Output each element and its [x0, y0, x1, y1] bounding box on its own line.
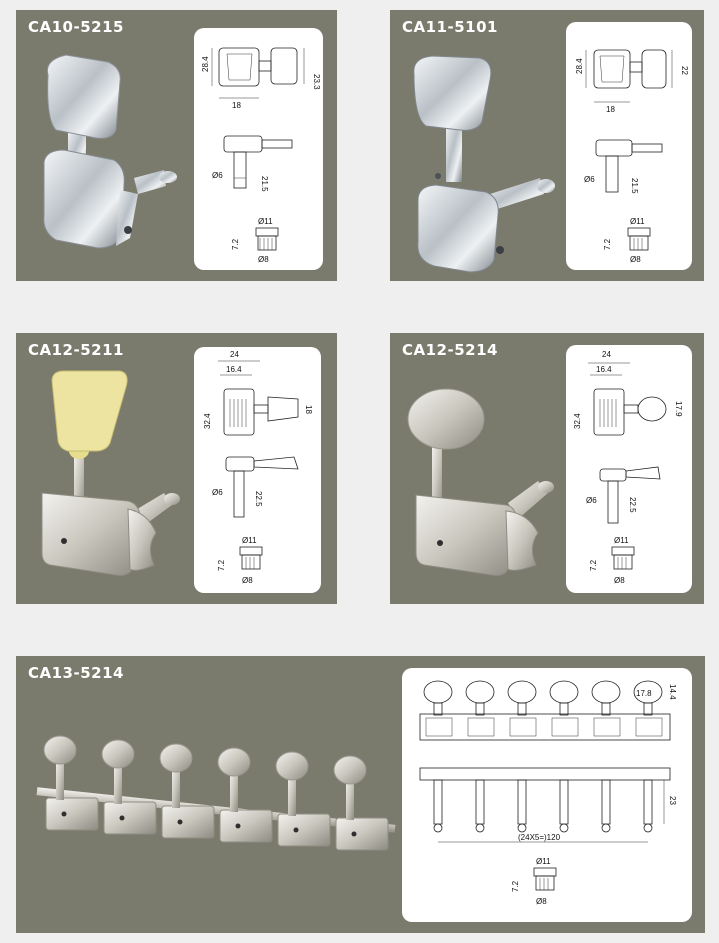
spec-drawing: 28.4 22 18 Ø6 21.5 Ø11 7.2 Ø8: [566, 22, 692, 270]
post-label: 23: [668, 796, 677, 805]
product-panel-ca12-5214: CA12-5214 24 16.4 32.4 17.9 Ø6 22.5 Ø11: [390, 333, 704, 604]
product-code: CA12-5211: [28, 341, 124, 359]
top-diameter-label: Ø11: [242, 536, 257, 545]
product-code: CA13-5214: [28, 664, 124, 682]
height-label: 28.4: [201, 56, 210, 72]
mid-label: 7.2: [217, 559, 226, 571]
spec-drawing: 24 16.4 32.4 17.9 Ø6 22.5 Ø11 7.2 Ø8: [566, 345, 692, 593]
post-label: 21.5: [260, 176, 269, 192]
inner-width-label: 16.4: [596, 365, 612, 374]
bottom-diameter-label: Ø8: [242, 576, 253, 585]
mid-label: 7.2: [589, 559, 598, 571]
product-panel-ca10-5215: CA10-5215 28.4 23.3 18: [16, 10, 337, 281]
button-width-label: 17.8: [636, 689, 652, 698]
mid-label: 7.2: [231, 238, 240, 250]
tuner-photo: [407, 388, 554, 576]
bottom-diameter-label: Ø8: [630, 255, 641, 264]
spec-drawing: 24 16.4 32.4 18 Ø6 22.5 Ø11 7.2 Ø8: [194, 347, 321, 593]
width-label: 18: [606, 105, 615, 114]
width-label: 24: [602, 350, 611, 359]
product-panel-ca13-5214: CA13-5214: [16, 656, 705, 933]
bottom-diameter-label: Ø8: [258, 255, 269, 264]
spec-drawing: 28.4 23.3 18 Ø6 21.5 Ø11 7.2 Ø8: [194, 28, 323, 270]
top-diameter-label: Ø11: [536, 857, 551, 866]
button-label: 18: [304, 405, 313, 414]
product-panel-ca11-5101: CA11-5101 28.4 22 18 Ø6 21.5 Ø11 7: [390, 10, 704, 281]
button-label: 23.3: [312, 74, 321, 90]
post-label: 22.5: [628, 497, 637, 513]
width-label: 18: [232, 101, 241, 110]
width-label: 24: [230, 350, 239, 359]
mid-label: 7.2: [511, 880, 520, 892]
shaft-label: Ø6: [586, 496, 597, 505]
post-label: 22.5: [254, 491, 263, 507]
top-diameter-label: Ø11: [614, 536, 629, 545]
height-label: 32.4: [203, 413, 212, 429]
top-diameter-label: Ø11: [630, 217, 645, 226]
product-code: CA10-5215: [28, 18, 124, 36]
spacing-label: (24X5=)120: [518, 833, 561, 842]
bottom-diameter-label: Ø8: [536, 897, 547, 906]
button-row: [423, 680, 663, 716]
button-height-label: 14.4: [668, 684, 677, 700]
product-code: CA11-5101: [402, 18, 498, 36]
tuner-photo: [413, 55, 555, 273]
height-label: 32.4: [573, 413, 582, 429]
tuner-strip-photo: [36, 735, 396, 851]
shaft-label: Ø6: [212, 171, 223, 180]
mid-label: 7.2: [603, 238, 612, 250]
button-label: 17.9: [674, 401, 683, 417]
product-panel-ca12-5211: CA12-5211 24 16.4 32.4 18 Ø6 22.5: [16, 333, 337, 604]
shaft-label: Ø6: [212, 488, 223, 497]
bottom-diameter-label: Ø8: [614, 576, 625, 585]
height-label: 28.4: [575, 58, 584, 74]
spec-drawing: 17.8 14.4 23 (24X5=)120 Ø11: [402, 668, 692, 922]
post-label: 21.5: [630, 178, 639, 194]
top-diameter-label: Ø11: [258, 217, 273, 226]
product-code: CA12-5214: [402, 341, 498, 359]
post-row: [433, 779, 653, 833]
tuner-photo: [41, 370, 180, 576]
inner-width-label: 16.4: [226, 365, 242, 374]
tuner-photo: [43, 54, 177, 249]
housing-row: [425, 717, 663, 737]
button-label: 22: [680, 66, 689, 75]
shaft-label: Ø6: [584, 175, 595, 184]
